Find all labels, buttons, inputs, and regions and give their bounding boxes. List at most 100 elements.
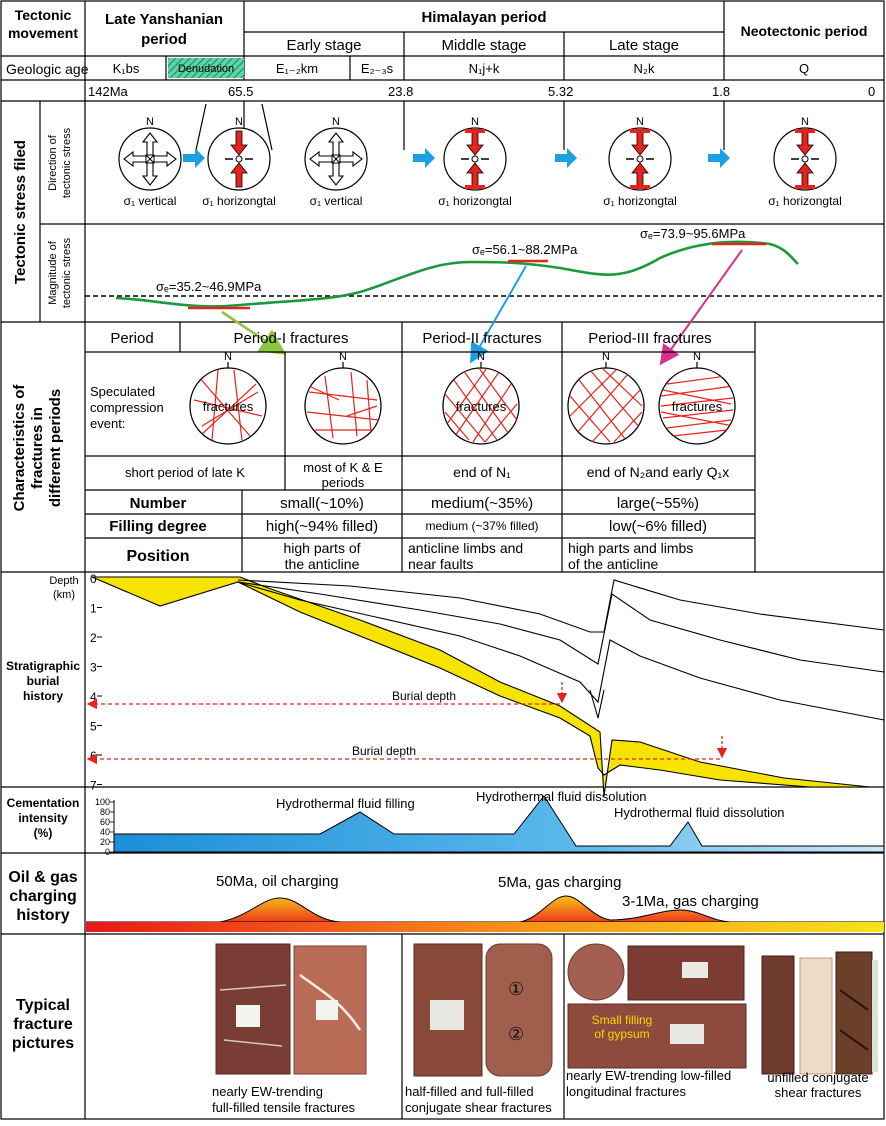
core-photo-group-1 [215, 943, 367, 1075]
cementation-tick-40: 40 [100, 827, 110, 837]
age-tick-5: 0 [868, 84, 875, 99]
stress-state-label: σ₁ vertical [124, 194, 177, 208]
transition-arrow-1 [183, 148, 205, 168]
arrow-to-period-3 [659, 249, 743, 366]
stress-state-label: σ₁ horizongtal [202, 194, 276, 208]
cementation-tick-60: 60 [100, 817, 110, 827]
stratum-n1jk: N₁j+k [469, 61, 500, 76]
depth-tick-2: 2 [90, 631, 97, 645]
north-label: N [471, 116, 479, 128]
cementation-event-3: Hydrothermal fluid dissolution [614, 805, 785, 820]
charging-event-2: 5Ma, gas charging [498, 874, 621, 891]
age-tick-2: 23.8 [388, 84, 413, 99]
charging-time-bar [86, 922, 884, 932]
cementation-tick-0: 0 [105, 847, 110, 857]
north-label: N [235, 116, 243, 128]
north-label: N [693, 351, 701, 363]
depth-tick-5: 5 [90, 720, 97, 734]
cementation-tick-100: 100 [95, 797, 110, 807]
fracture-rose-2: N [304, 351, 382, 445]
depth-tick-0: 0 [90, 572, 97, 586]
depth-tick-6: 6 [90, 749, 97, 763]
arrow-to-period-2 [470, 265, 527, 364]
core-photo-group-2: ① ② [413, 943, 553, 1077]
age-tick-3: 5.32 [548, 84, 573, 99]
stratum-n2k: N₂k [634, 61, 655, 76]
filling-period-1: high(~94% filled) [266, 518, 378, 535]
filling-period-3: low(~6% filled) [609, 518, 707, 535]
stress-state-label: σ₁ vertical [310, 194, 363, 208]
filling-label: Filling degree [109, 518, 207, 535]
fractures-word: fractures [456, 399, 507, 414]
transition-arrow-3 [555, 148, 577, 168]
core-photo-2b [485, 943, 553, 1077]
age-tick-4: 1.8 [712, 84, 730, 99]
number-period-1: small(~10%) [280, 495, 364, 512]
magnitude-text-2: σₑ=56.1~88.2MPa [472, 242, 578, 257]
himalayan-label: Himalayan period [421, 9, 546, 26]
number-period-3: large(~55%) [617, 495, 699, 512]
filling-period-2: medium (~37% filled) [425, 519, 538, 533]
fractures-word: fractures [672, 399, 723, 414]
number-label: Number [130, 495, 187, 512]
number-period-2: medium(~35%) [431, 495, 533, 512]
depth-tick-3: 3 [90, 661, 97, 675]
burial-layers [91, 576, 885, 797]
late-stage-label: Late stage [609, 37, 679, 54]
core-photo-3a [567, 943, 625, 1001]
stress-state-6: Nσ₁ horizongtal [768, 116, 842, 208]
burial-yellow-band [91, 576, 871, 797]
svg-text:①: ① [508, 979, 524, 999]
core-photo-3c [567, 1003, 747, 1069]
burial-depth-text-2: Burial depth [352, 744, 416, 758]
age-tick-0: 142Ma [88, 84, 129, 99]
magnitude-text-1: σₑ=35.2~46.9MPa [156, 279, 262, 294]
stress-state-label: σ₁ horizongtal [438, 194, 512, 208]
stress-magnitude-curve [115, 240, 799, 308]
cementation-event-2: Hydrothermal fluid dissolution [476, 789, 647, 804]
depth-tick-7: 7 [90, 779, 97, 793]
stress-section-title: Tectonic stress filed [12, 140, 29, 284]
period-label: Period [110, 330, 153, 347]
stress-state-2: Nσ₁ horizongtal [202, 116, 276, 208]
early-stage-label: Early stage [286, 37, 361, 54]
core-photo-4b [799, 957, 833, 1075]
time-end-n2: end of N₂and early Q₁x [587, 464, 729, 480]
charging-event-1: 50Ma, oil charging [216, 873, 339, 890]
svg-text:②: ② [508, 1024, 524, 1044]
north-label: N [146, 116, 154, 128]
neotectonic-label: Neotectonic period [741, 23, 868, 39]
fracture-rose-4: N [567, 351, 645, 445]
period-1-title: Period-I fractures [233, 330, 348, 347]
denudation-hatch [168, 58, 244, 78]
stratum-denudation: Denudation [178, 63, 234, 75]
north-label: N [602, 351, 610, 363]
stress-state-3: Nσ₁ vertical [304, 116, 368, 208]
cementation-profile [113, 795, 885, 853]
depth-tick-4: 4 [90, 690, 97, 704]
core-photo-4c [835, 951, 873, 1075]
transition-arrow-4 [708, 148, 730, 168]
stress-state-label: σ₁ horizongtal [603, 194, 677, 208]
magnitude-text-3: σₑ=73.9~95.6MPa [640, 226, 746, 241]
core-photo-4a [761, 955, 795, 1075]
fractures-word: fractures [203, 399, 254, 414]
depth-tick-1: 1 [90, 602, 97, 616]
